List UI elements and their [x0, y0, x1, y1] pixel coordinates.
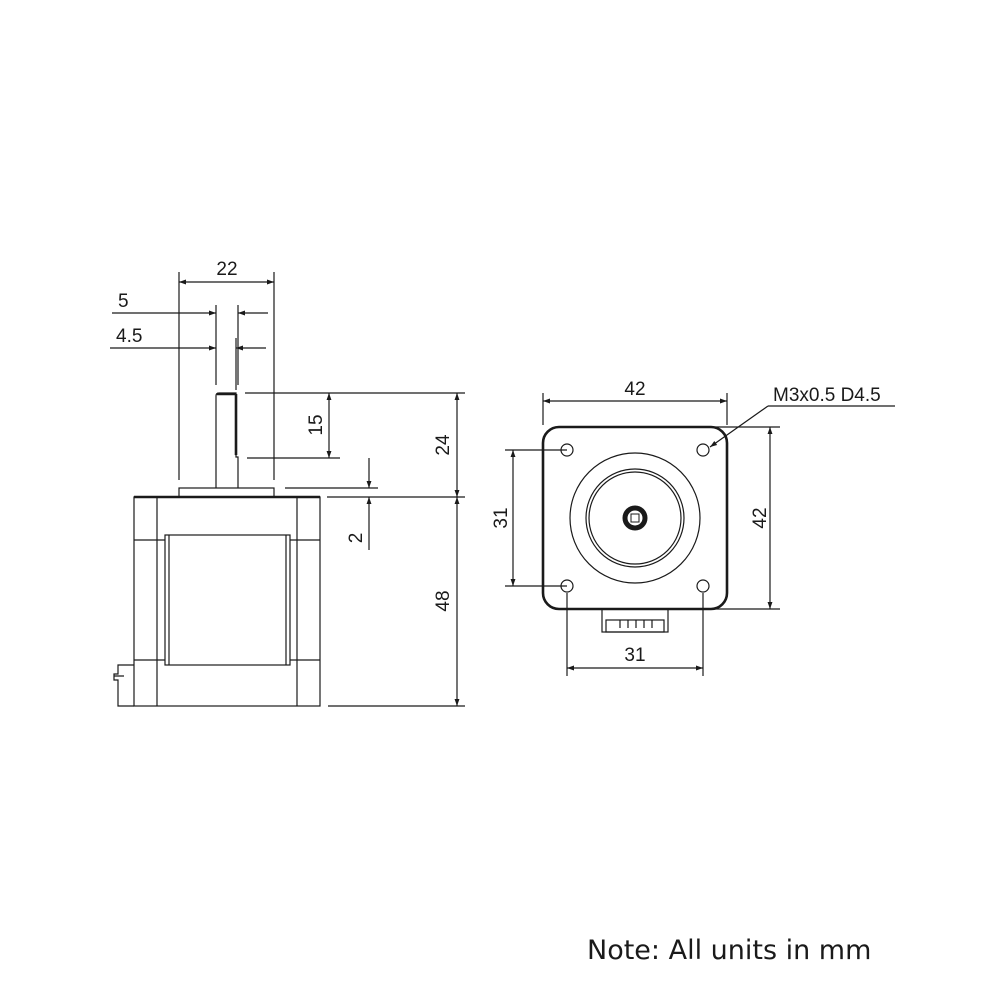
shaft-end [622, 505, 648, 531]
dim-label: 15 [306, 414, 327, 435]
dim-label: 42 [624, 379, 645, 400]
units-note: Note: All units in mm [587, 935, 871, 966]
side-view: 22 5 4.5 15 24 [110, 259, 465, 707]
callout-label: M3x0.5 D4.5 [773, 385, 881, 406]
dim-24: 24 [433, 393, 460, 497]
dim-5: 5 [112, 291, 268, 385]
shaft [215, 392, 239, 488]
boss [178, 487, 275, 498]
mount-hole [696, 443, 710, 457]
dim-label: 22 [216, 259, 237, 280]
dim-31-horizontal: 31 [566, 593, 704, 676]
pilot-ring [569, 452, 701, 584]
boss-outer [585, 468, 685, 568]
dim-label: 42 [750, 507, 771, 528]
dim-22: 22 [178, 259, 275, 480]
dim-label: 2 [346, 533, 367, 544]
dim-15: 15 [245, 392, 465, 459]
dim-label: 48 [433, 590, 454, 611]
boss-inner [588, 471, 682, 565]
front-view: 42 M3x0.5 D4.5 31 42 31 [491, 379, 895, 676]
connector-front [601, 608, 669, 633]
dim-42-width: 42 [542, 379, 728, 425]
dim-48: 48 [328, 497, 465, 707]
shaft-flat [630, 513, 640, 523]
dim-label: 31 [491, 507, 512, 528]
connector-side [113, 664, 134, 707]
dim-2: 2 [285, 458, 465, 550]
dim-label: 5 [118, 291, 129, 312]
hole-callout: M3x0.5 D4.5 [709, 385, 895, 448]
dim-31-vertical: 31 [491, 449, 567, 587]
dim-label: 4.5 [116, 326, 142, 347]
mount-hole [696, 579, 710, 593]
dim-4-5: 4.5 [110, 326, 266, 390]
dim-label: 24 [433, 434, 454, 456]
motor-body-side [133, 495, 321, 707]
dim-label: 31 [624, 645, 645, 666]
dim-42-height: 42 [715, 426, 780, 610]
